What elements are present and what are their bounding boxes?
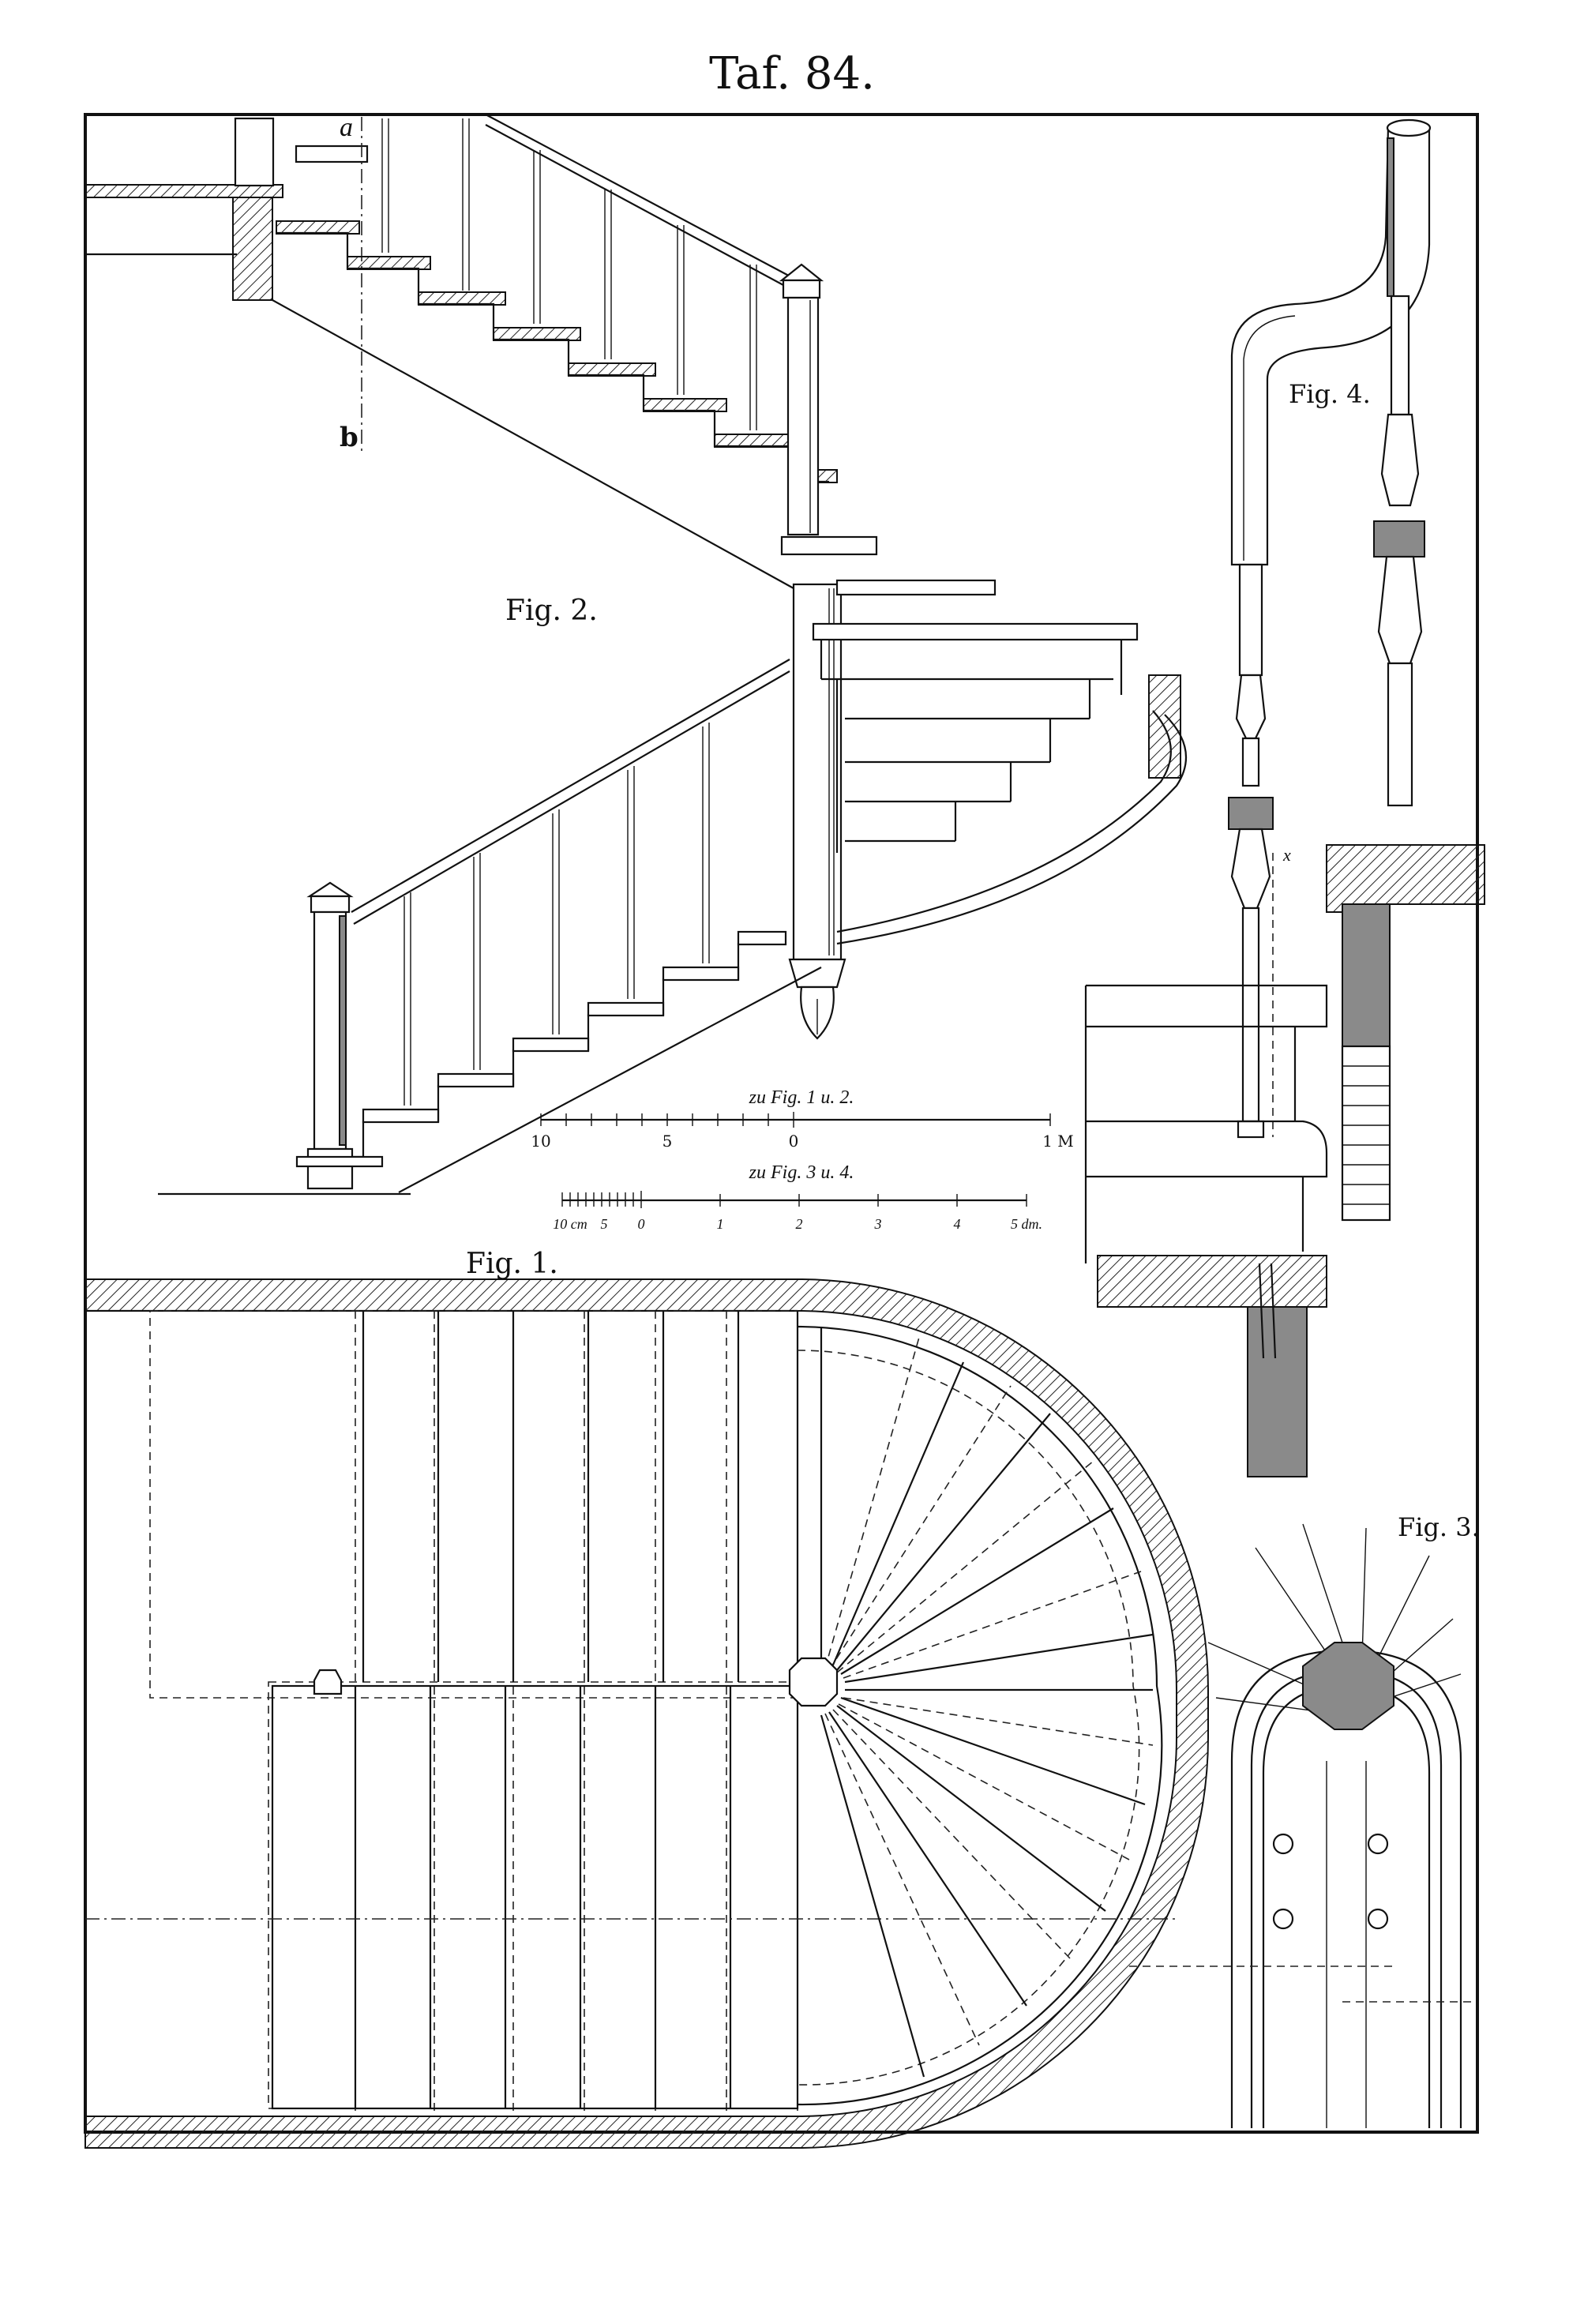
fig1-label: Fig. 1. [466,1248,558,1280]
scale-b-label: 4 [954,1216,961,1232]
scale-a-caption: zu Fig. 1 u. 2. [749,1087,854,1108]
scale-fig3-4: zu Fig. 3 u. 4. 10 cm 5 0 1 2 3 4 5 dm. [553,1162,1042,1232]
scale-b-label: 10 cm [553,1216,587,1232]
scale-b-caption: zu Fig. 3 u. 4. [749,1162,854,1183]
scale-b-label: 2 [796,1216,803,1232]
plate-title: Taf. 84. [709,48,875,99]
section-mark-x: x [1282,845,1291,865]
scale-b-label: 1 [717,1216,724,1232]
scale-a-label: 0 [789,1132,799,1151]
scale-a-label: 1 M [1042,1132,1074,1151]
scale-a-label: 5 [663,1132,673,1151]
fig4-label: Fig. 4. [1289,379,1371,409]
fig3-label: Fig. 3. [1398,1512,1480,1542]
scale-b-label: 5 dm. [1011,1216,1042,1232]
scale-b-label: 5 [601,1216,608,1232]
fig2-label: Fig. 2. [505,595,598,627]
fig2-stair-elevation: a b [84,113,1188,1196]
scale-b-label: 3 [874,1216,882,1232]
scale-b-label: 0 [638,1216,645,1232]
fig3-newel-detail: Fig. 3. [1129,1512,1480,2128]
scale-fig1-2: zu Fig. 1 u. 2. 10 5 0 1 M [531,1087,1074,1151]
section-mark-a: a [340,113,353,142]
fig1-stair-plan: Fig. 1. [84,1248,1209,2149]
plate-frame [84,113,1479,2134]
scale-a-label: 10 [531,1132,550,1151]
section-mark-b: b [340,422,358,453]
fig4-handrail-detail: Fig. 4. x [1084,118,1485,1477]
